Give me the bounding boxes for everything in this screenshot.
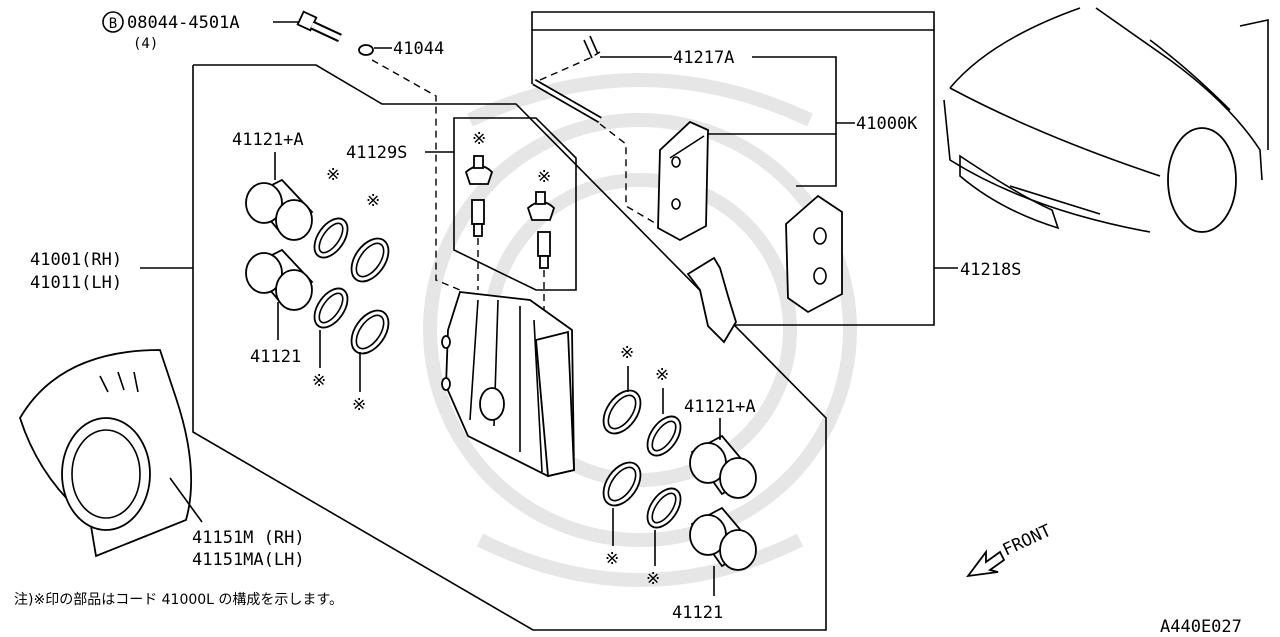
piston-a-right-callout[interactable]: 41121+A xyxy=(684,397,756,440)
caliper-lh-label: 41011(LH) xyxy=(30,273,122,293)
pad-kit-label: 41000K xyxy=(856,114,918,134)
diagram-code: A440E027 xyxy=(1160,617,1242,637)
asterisk-4: ※ xyxy=(352,395,366,415)
asterisk-9: ※ xyxy=(605,549,619,569)
asterisk-1: ※ xyxy=(326,165,340,185)
piston-left-top-callout[interactable]: 41121+A xyxy=(232,130,304,180)
dust-shield-callout[interactable]: 41151M (RH) 41151MA(LH) xyxy=(169,477,305,570)
bleeder-cap-1 xyxy=(464,155,494,185)
dust-shield-icon xyxy=(19,349,193,558)
dust-shield-rh-label: 41151M (RH) xyxy=(192,528,305,548)
footnote: 注)※印の部品はコード 41000L の構成を示します。 xyxy=(14,592,343,608)
anti-squeal-shim xyxy=(686,256,737,344)
guide-pin-icon xyxy=(532,78,602,124)
piston-right-bottom xyxy=(689,506,757,571)
seal-kit-label: 41129S xyxy=(346,143,407,163)
asterisk-3: ※ xyxy=(312,371,326,391)
caliper-body-icon xyxy=(441,291,575,478)
guide-pin-label: 41217A xyxy=(673,48,734,68)
bolt-icon xyxy=(296,10,342,43)
caliper-callout[interactable]: 41001(RH) 41011(LH) xyxy=(30,250,122,293)
seal-ring-4 xyxy=(350,309,390,355)
shim-kit-callout[interactable]: 41218S xyxy=(934,260,1021,280)
piston-left-bottom xyxy=(245,248,314,311)
front-direction-indicator: FRONT xyxy=(965,521,1055,578)
piston-a-right-label: 41121+A xyxy=(684,397,756,417)
washer-part-number: 41044 xyxy=(393,39,444,59)
bleeder-screw-1 xyxy=(471,199,485,237)
dust-shield-lh-label: 41151MA(LH) xyxy=(192,550,305,570)
piston-right-bottom-label: 41121 xyxy=(672,603,723,623)
piston-a-top-label: 41121+A xyxy=(232,130,304,150)
bolt-quantity: (4) xyxy=(133,36,158,52)
brake-pad-front xyxy=(657,120,709,242)
car-silhouette-icon xyxy=(943,7,1269,233)
pad-kit-callout[interactable]: 41000K xyxy=(704,114,918,135)
asterisk-5: ※ xyxy=(472,129,486,149)
piston-right-bottom-callout[interactable]: 41121 xyxy=(672,566,723,623)
washer-icon xyxy=(358,44,374,56)
seal-ring-3 xyxy=(313,287,349,329)
asterisk-2: ※ xyxy=(366,191,380,211)
seal-ring-6 xyxy=(646,415,682,457)
piston-right-top xyxy=(689,434,757,499)
asterisk-8: ※ xyxy=(655,365,669,385)
bleeder-cap-2 xyxy=(526,191,556,221)
brake-pad-rear xyxy=(785,194,843,314)
shim-kit-label: 41218S xyxy=(960,260,1021,280)
caliper-rh-label: 41001(RH) xyxy=(30,250,122,270)
seal-ring-2 xyxy=(350,237,390,283)
seal-ring-5 xyxy=(602,389,642,435)
guide-pin-callout[interactable]: 41217A xyxy=(600,48,837,187)
piston-left-top xyxy=(245,178,314,241)
asterisk-10: ※ xyxy=(646,569,660,589)
seal-kit-callout[interactable]: 41129S xyxy=(346,143,454,163)
bolt-circle-letter: B xyxy=(109,16,117,32)
front-arrow-label: FRONT xyxy=(1000,521,1055,561)
bolt-callout[interactable]: B 08044-4501A (4) xyxy=(102,11,300,52)
asterisk-6: ※ xyxy=(537,167,551,187)
seal-ring-7 xyxy=(602,461,642,507)
asterisk-7: ※ xyxy=(620,343,634,363)
washer-callout[interactable]: 41044 xyxy=(374,39,444,59)
seal-ring-8 xyxy=(646,487,682,529)
seal-ring-1 xyxy=(313,217,349,259)
bolt-part-number: 08044-4501A xyxy=(127,13,240,33)
bleeder-screw-2 xyxy=(537,231,551,269)
piston-left-bottom-callout[interactable]: 41121 xyxy=(250,302,301,367)
piston-left-bottom-label: 41121 xyxy=(250,347,301,367)
